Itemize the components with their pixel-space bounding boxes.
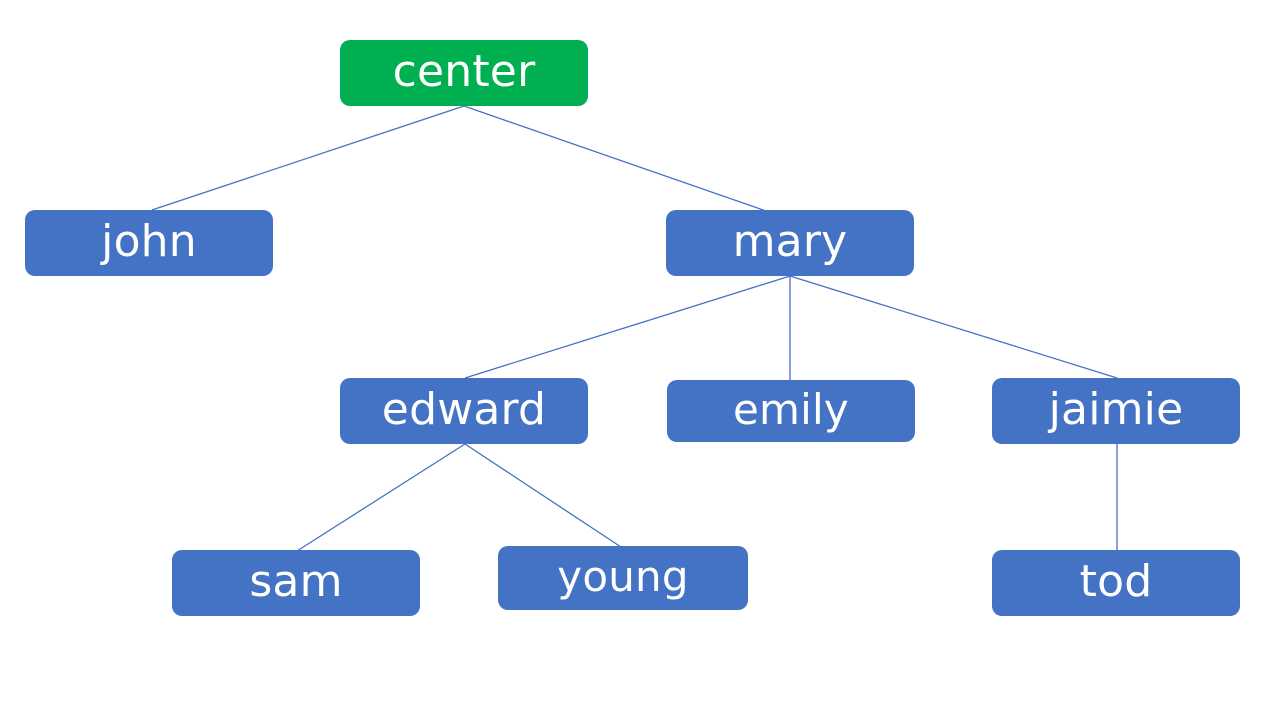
node-jaimie[interactable]: jaimie xyxy=(992,378,1240,444)
edge-center-to-john xyxy=(151,105,465,211)
node-label-young: young xyxy=(557,551,689,601)
node-young[interactable]: young xyxy=(498,546,748,610)
edge-edward-to-young xyxy=(464,443,622,548)
node-mary[interactable]: mary xyxy=(666,210,914,276)
edge-edward-to-sam xyxy=(296,443,466,552)
node-label-center: center xyxy=(392,45,536,97)
node-john[interactable]: john xyxy=(25,210,273,276)
node-label-john: john xyxy=(101,215,197,267)
node-sam[interactable]: sam xyxy=(172,550,420,616)
node-label-mary: mary xyxy=(732,215,848,267)
edge-mary-to-edward xyxy=(464,275,791,379)
node-emily[interactable]: emily xyxy=(667,380,915,442)
node-label-sam: sam xyxy=(249,555,343,607)
node-label-jaimie: jaimie xyxy=(1048,383,1184,435)
node-edward[interactable]: edward xyxy=(340,378,588,444)
node-tod[interactable]: tod xyxy=(992,550,1240,616)
node-center[interactable]: center xyxy=(340,40,588,106)
edge-center-to-mary xyxy=(463,105,767,212)
node-label-tod: tod xyxy=(1079,555,1153,607)
node-label-edward: edward xyxy=(381,383,547,435)
edge-mary-to-jaimie xyxy=(789,275,1118,379)
node-label-emily: emily xyxy=(733,384,849,434)
